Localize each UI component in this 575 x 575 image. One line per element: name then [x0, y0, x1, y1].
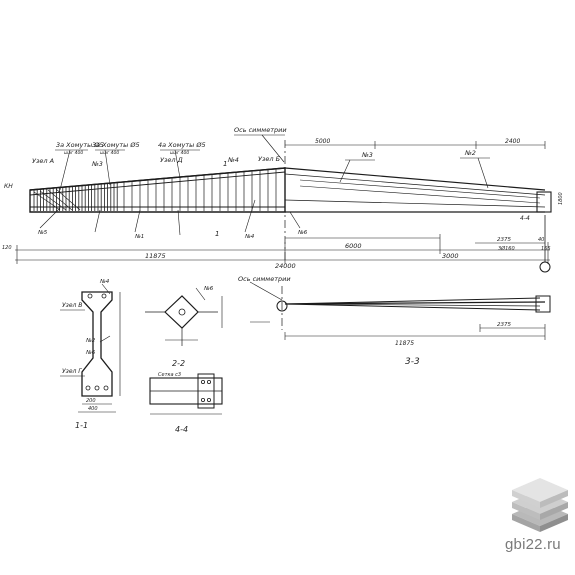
- mark-n4-bottom: №4: [244, 234, 255, 240]
- mesh-note: Сетка с3: [158, 372, 181, 378]
- axis-of-symmetry-label: Ось симметрии: [234, 126, 287, 134]
- node-d-label: Узел Д: [160, 156, 183, 164]
- node-v-label: Узел В: [62, 302, 82, 309]
- mark-n3-left: №3: [91, 160, 103, 168]
- callout-step-2: шаг 400: [100, 150, 119, 156]
- mark-n6-22: №6: [203, 286, 214, 292]
- dim-200-a: 200: [86, 398, 96, 404]
- section-mark-4-4: 4-4: [520, 215, 530, 222]
- mark-n6-sec: №6: [85, 350, 96, 356]
- section-1-1: Узел В Узел Г №4 №2 №6 200 400 1-1: [60, 279, 121, 430]
- section-1-1-title: 1-1: [75, 421, 88, 430]
- node-g-label: Узел Г: [62, 368, 82, 375]
- section-3-3: Ось симметрии 11875 2375 3-3: [238, 275, 551, 367]
- beam-dimensions: 11875 24000 6000 3000 5000 2400 2375 3Ø1…: [2, 138, 564, 270]
- section-3-3-title: 3-3: [405, 357, 420, 367]
- callout-step-1: шаг 400: [64, 150, 83, 156]
- section-4-4: Сетка с3 4-4: [149, 372, 223, 434]
- section-mark-1-top: 1: [223, 160, 227, 168]
- dim-6000: 6000: [345, 242, 362, 250]
- dim-2400: 2400: [505, 138, 520, 145]
- dim-11875: 11875: [145, 252, 166, 260]
- dim-24000: 24000: [275, 262, 296, 270]
- dim-2375-33: 2375: [497, 322, 511, 328]
- dim-3x160: 3Ø160: [498, 245, 515, 252]
- mark-n2-sec: №2: [85, 338, 96, 344]
- axis-of-symmetry-label-33: Ось симметрии: [238, 275, 291, 283]
- watermark-text: gbi22.ru: [505, 536, 561, 553]
- dim-3000: 3000: [442, 252, 459, 260]
- mark-n3-right: №3: [361, 151, 373, 159]
- callout-stirrup-2: 3а Хомуты Ø5: [92, 141, 140, 149]
- callout-step-3: шаг 400: [170, 150, 189, 156]
- node-b-label: Узел Б: [258, 155, 281, 163]
- section-4-4-title: 4-4: [175, 425, 188, 434]
- dim-120: 120: [2, 245, 12, 251]
- callout-stirrup-3: 4а Хомуты Ø5: [158, 141, 206, 149]
- dim-2375: 2375: [497, 237, 511, 243]
- dim-11875-33: 11875: [395, 340, 414, 347]
- mark-n4-sec: №4: [99, 279, 110, 285]
- beam-elevation: [29, 140, 552, 273]
- section-2-2-title: 2-2: [172, 359, 185, 368]
- dim-40: 40: [538, 237, 544, 243]
- beam-callouts: 3а Хомуты Ø5 шаг 400 3а Хомуты Ø5 шаг 40…: [4, 126, 530, 240]
- mark-n4-top: №4: [227, 156, 239, 164]
- node-a-label: Узел А: [32, 157, 54, 165]
- callout-stirrup-1: 3а Хомуты Ø5: [56, 141, 104, 149]
- stacked-slabs-logo: [512, 478, 568, 532]
- dim-1800: 1800: [558, 192, 564, 205]
- section-2-2: №6 2-2: [145, 286, 223, 368]
- mark-n2: №2: [464, 149, 476, 157]
- mark-n6-bottom: №6: [297, 230, 308, 236]
- mark-n5-bottom: №5: [37, 230, 48, 236]
- kh-label: КН: [4, 183, 13, 190]
- mark-n1-bottom: №1: [134, 234, 144, 240]
- section-mark-1: 1: [215, 230, 219, 238]
- dim-400-a: 400: [88, 406, 98, 412]
- dim-165: 165: [541, 246, 551, 252]
- dim-5000: 5000: [315, 138, 330, 145]
